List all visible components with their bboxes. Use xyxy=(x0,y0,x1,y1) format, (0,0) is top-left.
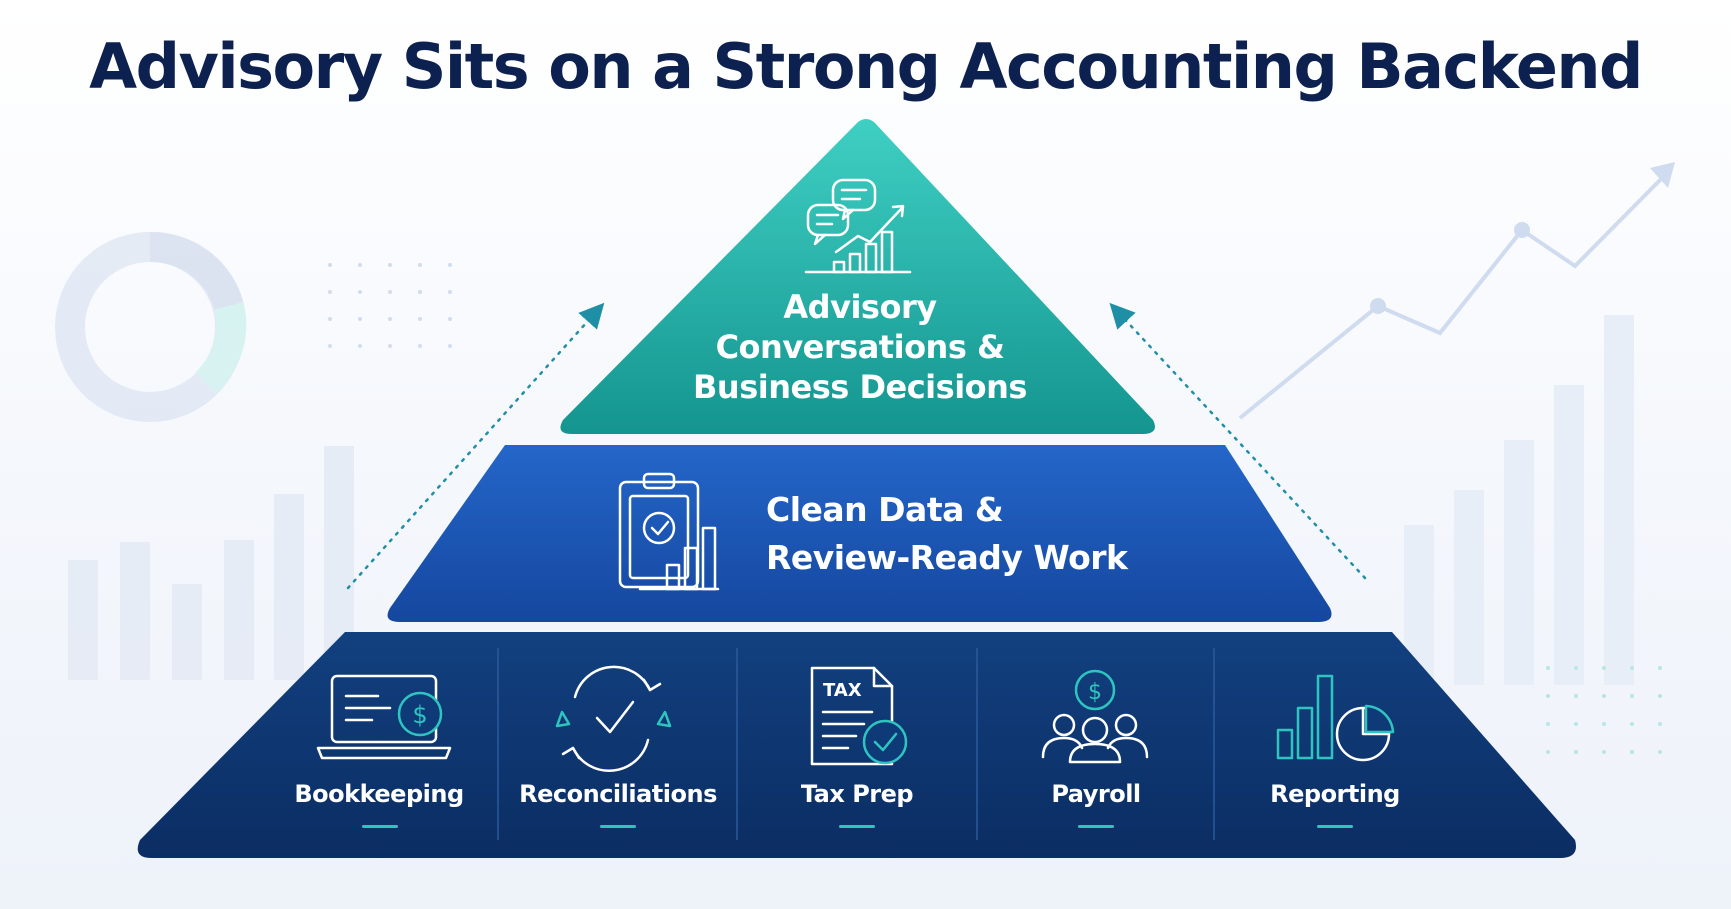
line-chart-icon xyxy=(1238,162,1675,685)
tax-prep-label: Tax Prep xyxy=(800,780,914,808)
top-tier-line: Business Decisions xyxy=(693,368,1027,406)
middle-tier-line: Clean Data & xyxy=(766,490,1004,529)
top-tier-line: Advisory xyxy=(783,288,937,326)
svg-text:$: $ xyxy=(1088,680,1102,705)
accent-dash xyxy=(1078,825,1114,828)
accent-dash xyxy=(362,825,398,828)
bar-pie-chart-icon xyxy=(1276,674,1395,762)
dot-grid-left xyxy=(328,263,452,348)
accent-dash xyxy=(839,825,875,828)
dotted-arrow-icon xyxy=(1109,302,1367,580)
accent-dash xyxy=(600,825,636,828)
base-dividers xyxy=(497,648,1215,840)
page-title: Advisory Sits on a Strong Accounting Bac… xyxy=(89,30,1643,103)
laptop-dollar-icon: $ xyxy=(316,674,452,760)
clipboard-chart-icon xyxy=(618,472,720,591)
donut-chart-icon xyxy=(55,232,247,422)
svg-text:TAX: TAX xyxy=(823,680,862,701)
chat-growth-icon xyxy=(804,178,912,274)
dot-grid-right xyxy=(1546,666,1662,754)
reporting-label: Reporting xyxy=(1270,780,1400,808)
middle-tier-line: Review-Ready Work xyxy=(766,538,1128,577)
top-tier xyxy=(560,119,1155,434)
sync-check-icon xyxy=(555,665,672,772)
accent-dash xyxy=(1317,825,1353,828)
bar-chart-icon xyxy=(68,446,354,680)
svg-text:$: $ xyxy=(412,701,427,729)
people-dollar-icon: $ xyxy=(1041,669,1149,764)
top-tier-line: Conversations & xyxy=(715,328,1005,366)
tax-document-icon: TAX xyxy=(810,666,908,766)
reconciliations-label: Reconciliations xyxy=(519,780,717,808)
bookkeeping-label: Bookkeeping xyxy=(294,780,464,808)
middle-tier xyxy=(387,445,1332,622)
payroll-label: Payroll xyxy=(1051,780,1141,808)
dotted-arrow-icon xyxy=(346,302,605,590)
